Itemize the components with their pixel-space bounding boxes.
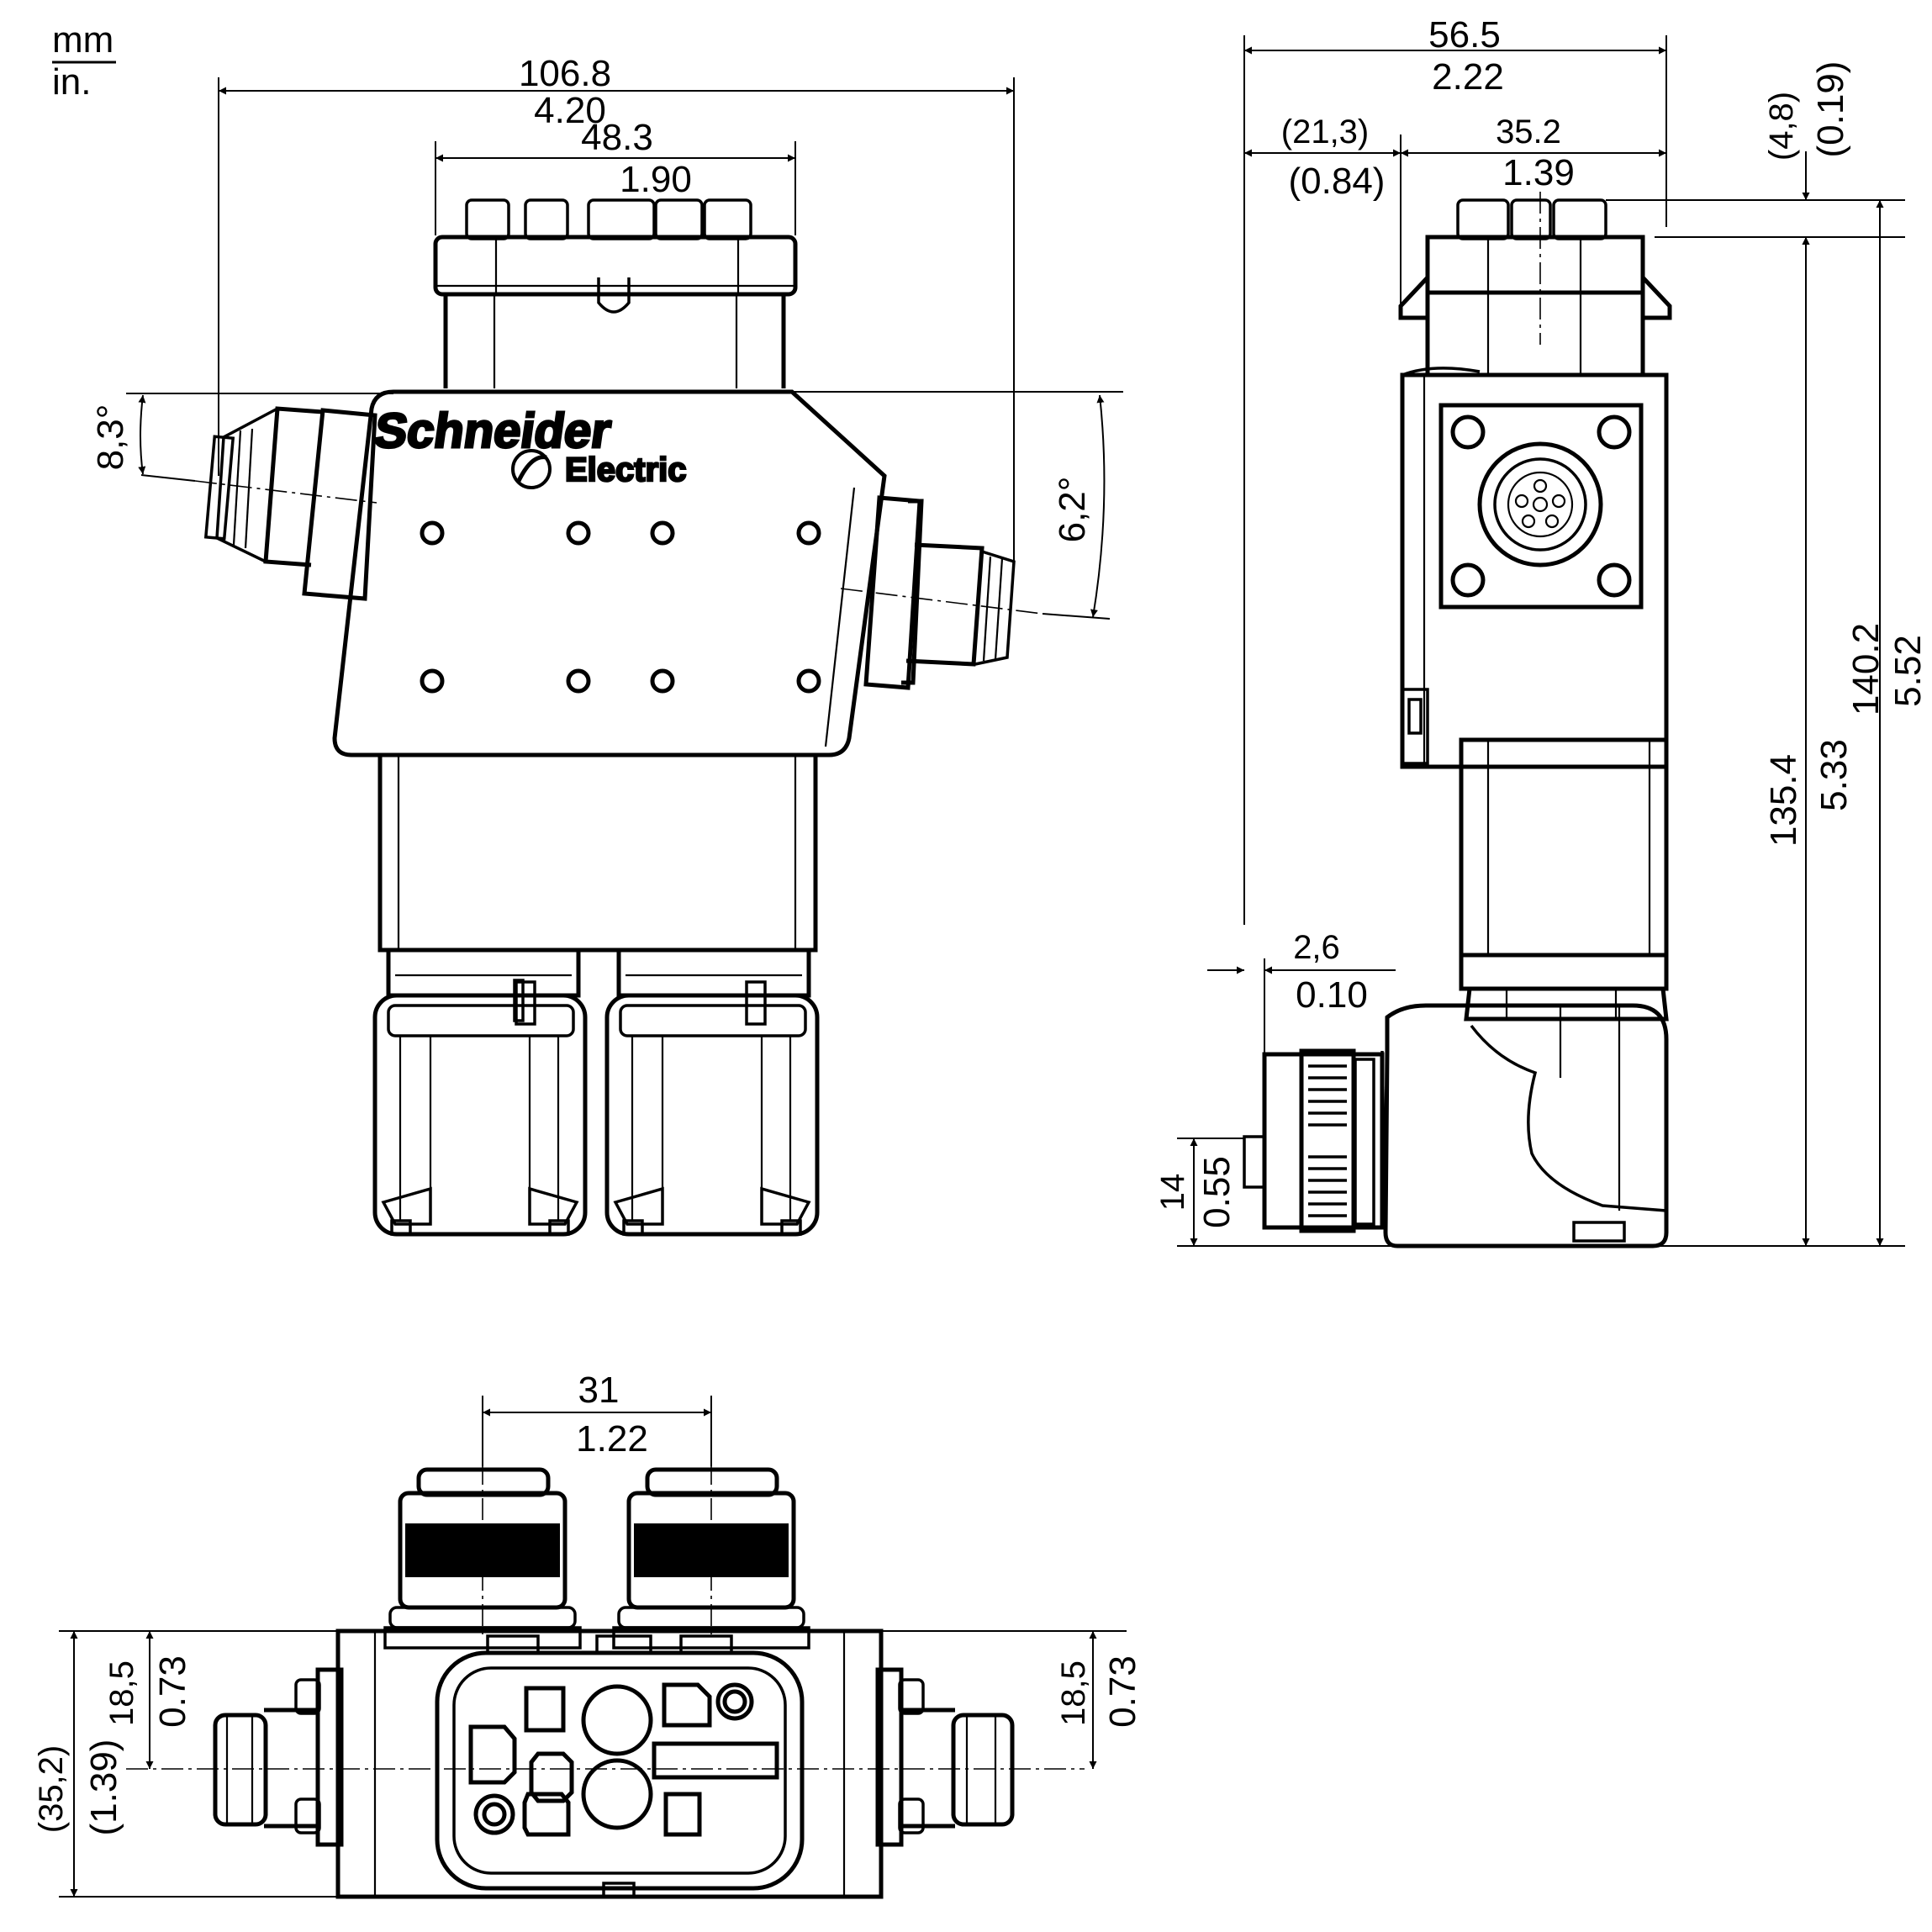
logo-line1: Schneider <box>371 404 614 458</box>
dim-connector-width: 48.3 1.90 <box>435 117 796 235</box>
dim-flange-offset-in: 0.10 <box>1296 974 1368 1016</box>
dim-left-center: 18,5 0.73 <box>59 1630 338 1898</box>
dim-connector-width-mm: 48.3 <box>581 117 653 158</box>
dim-connector-height: 14 0.55 <box>1154 1138 1244 1246</box>
units-mm: mm <box>52 19 113 61</box>
dim-connector-spacing-mm: 31 <box>578 1370 620 1411</box>
bottom-left-connector <box>213 1667 344 1847</box>
thread-icon <box>1308 1064 1347 1217</box>
dim-overall-depth: 56.5 2.22 <box>1243 14 1667 925</box>
dim-offset-depth: (21,3) (0.84) <box>1244 113 1401 319</box>
dim-bottom-overall-depth-in: (1.39) <box>83 1739 124 1836</box>
bottom-housing <box>335 1628 884 1899</box>
dim-body-depth: 35.2 1.39 <box>1401 113 1666 193</box>
front-mounting-holes <box>420 520 821 694</box>
dim-bottom-overall-depth: (35,2) (1.39) <box>33 1631 124 1897</box>
dim-right-center-mm: 18,5 <box>1055 1660 1092 1726</box>
dim-right-center-in: 0.73 <box>1102 1655 1143 1728</box>
dim-body-depth-mm: 35.2 <box>1496 113 1561 150</box>
side-main-body <box>1400 192 1669 769</box>
front-bottom-connector-left <box>372 979 588 1237</box>
dim-body-depth-in: 1.39 <box>1502 152 1575 193</box>
dim-overall-height-in: 5.52 <box>1887 635 1929 707</box>
dim-top-offset: (4,8) (0.19) <box>1606 61 1905 286</box>
dim-connector-spacing: 31 1.22 <box>482 1370 712 1466</box>
bottom-view: 31 1.22 18,5 0.73 (35,2) (1.39) 18,5 0.7… <box>33 1370 1143 1899</box>
dim-body-height: 135.4 5.33 <box>1177 237 1905 1247</box>
front-housing <box>332 389 887 757</box>
dim-overall-width-mm: 106.8 <box>519 53 611 94</box>
dim-right-angle-value: 6,2° <box>1052 477 1093 543</box>
dim-overall-height-mm: 140.2 <box>1845 623 1887 715</box>
dim-body-height-in: 5.33 <box>1813 739 1855 811</box>
dim-overall-width: 106.8 4.20 <box>218 53 1015 562</box>
dim-offset-depth-mm: (21,3) <box>1281 113 1370 150</box>
dim-body-height-mm: 135.4 <box>1763 754 1804 847</box>
dim-right-center: 18,5 0.73 <box>881 1630 1143 1769</box>
dim-connector-spacing-in: 1.22 <box>576 1418 648 1460</box>
dim-offset-depth-in: (0.84) <box>1289 161 1386 202</box>
side-neck <box>1459 737 1669 1021</box>
dim-connector-height-mm: 14 <box>1154 1174 1191 1211</box>
front-view: Schneider Electric <box>90 53 1123 1237</box>
logo-line2: Electric <box>565 451 687 488</box>
units-legend: mm in. <box>52 19 116 103</box>
dim-overall-width-in: 4.20 <box>534 90 606 131</box>
dim-connector-width-in: 1.90 <box>620 159 692 200</box>
dim-overall-depth-mm: 56.5 <box>1428 14 1501 55</box>
dim-flange-offset: 2,6 0.10 <box>1207 929 1396 1054</box>
front-top-connector <box>433 198 798 388</box>
dim-left-angle-value: 8,3° <box>90 404 131 471</box>
logo-leaf-icon <box>511 449 552 489</box>
front-bottom-connector-right <box>604 980 820 1237</box>
bottom-right-connector <box>875 1667 1015 1847</box>
schneider-logo: Schneider Electric <box>370 403 688 489</box>
dim-connector-height-in: 0.55 <box>1196 1156 1238 1228</box>
dim-overall-height: 140.2 5.52 <box>1845 200 1929 1246</box>
side-view: 56.5 2.22 (21,3) (0.84) 35.2 1.39 (4,8) … <box>1154 14 1929 1248</box>
m12-connector-icon <box>1477 441 1603 567</box>
side-top-connector <box>1398 198 1672 377</box>
side-angled-connector <box>1243 1003 1669 1248</box>
screw-icon <box>1450 414 1632 598</box>
front-left-connector <box>194 406 377 601</box>
dim-left-center-mm: 18,5 <box>103 1660 140 1726</box>
dim-bottom-overall-depth-mm: (35,2) <box>33 1745 70 1834</box>
dim-overall-depth-in: 2.22 <box>1432 56 1504 98</box>
dim-right-angle: 6,2° <box>792 391 1123 620</box>
front-lower-body <box>377 752 818 998</box>
units-in: in. <box>52 61 91 103</box>
dim-flange-offset-mm: 2,6 <box>1293 929 1340 966</box>
dim-left-angle: 8,3° <box>90 393 393 482</box>
dim-top-offset-mm: (4,8) <box>1763 92 1800 161</box>
front-right-connector <box>840 495 1043 690</box>
dim-top-offset-in: (0.19) <box>1810 61 1851 158</box>
dim-left-center-in: 0.73 <box>152 1655 193 1728</box>
